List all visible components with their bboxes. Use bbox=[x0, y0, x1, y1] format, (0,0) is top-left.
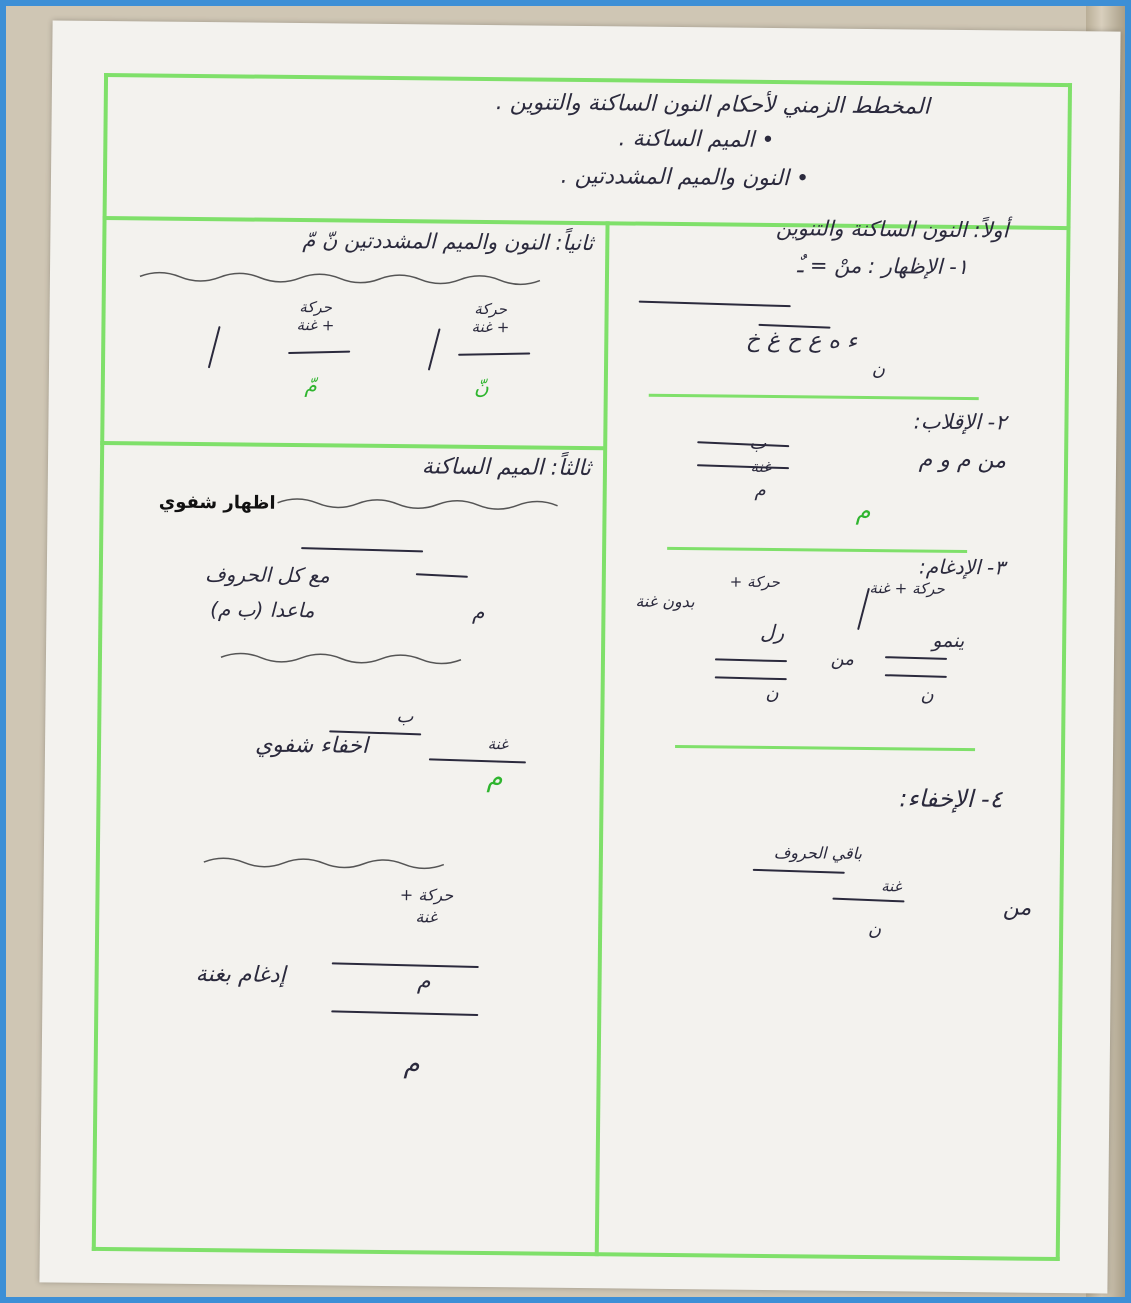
izhar-line bbox=[638, 300, 791, 308]
note-sheet: المخطط الزمني لأحكام النون الساكنة والتن… bbox=[39, 20, 1121, 1294]
photo-frame: المخطط الزمني لأحكام النون الساكنة والتن… bbox=[6, 6, 1125, 1297]
hand-drawn-strokes bbox=[139, 271, 948, 1016]
